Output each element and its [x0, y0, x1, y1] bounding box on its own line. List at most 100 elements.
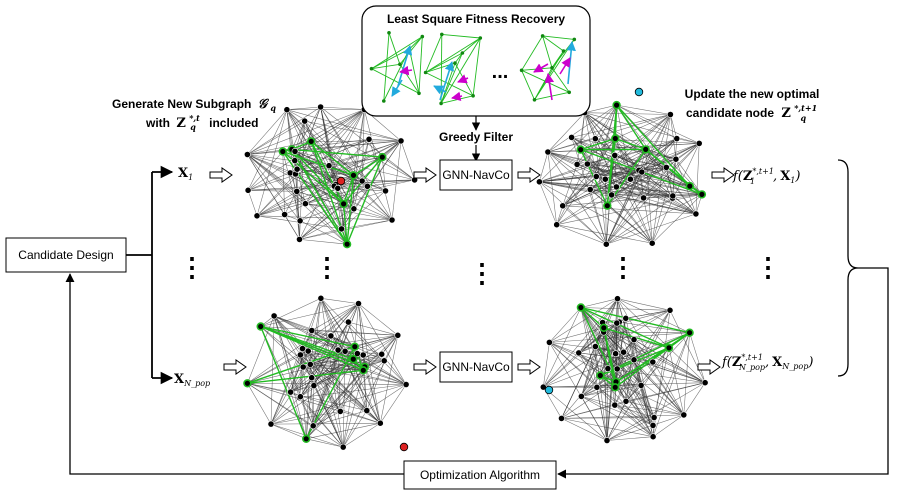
update-z: Z: [781, 106, 791, 121]
graph-node: [685, 328, 694, 337]
optimization-algorithm-label: Optimization Algorithm: [420, 468, 540, 482]
greedy-filter-label: Greedy Filter: [439, 130, 513, 144]
graph-node: [591, 135, 599, 143]
gnn-navco-label-top: GNN-NavCo: [442, 168, 510, 182]
graph-node: [614, 295, 621, 303]
graph-node: [610, 383, 620, 392]
graph-node: [349, 171, 358, 180]
graph-node: [291, 157, 299, 164]
graph-node: [358, 177, 366, 185]
feedback-loop: [65, 267, 889, 479]
graph-node: [307, 137, 316, 146]
graph-nodes: [243, 294, 410, 452]
graph-node: [291, 147, 299, 155]
graph-node: [317, 294, 325, 302]
generate-z-sub: q: [190, 122, 196, 132]
graph-node: [613, 183, 620, 191]
generate-with: with: [145, 116, 170, 130]
graph-node: [296, 217, 304, 225]
graph-node: [281, 211, 288, 218]
graph-node: [611, 151, 619, 159]
mini-arrow-cyan: [391, 79, 403, 97]
graph-node: [593, 383, 601, 391]
graph-node: [327, 332, 335, 340]
graph-node: [673, 135, 681, 142]
graph-node: [388, 216, 396, 224]
gnn-navco-box-bottom[interactable]: [439, 351, 513, 383]
graph-node: [353, 350, 361, 357]
graph-node: [293, 165, 301, 173]
graph-node: [350, 205, 358, 213]
update-line2: candidate node: [686, 106, 774, 120]
mini-node: [550, 66, 554, 70]
graph-node: [584, 160, 591, 168]
graph-node: [612, 100, 621, 110]
mini-arrow-magenta: [544, 73, 555, 101]
graph-node: [359, 351, 367, 359]
mini-node: [398, 62, 402, 67]
graph-node: [601, 175, 609, 183]
graph-node: [649, 358, 657, 366]
graph-node: [637, 381, 645, 389]
graph-node: [334, 346, 342, 354]
mini-node: [478, 36, 483, 40]
highlighted-node: [634, 87, 644, 97]
graph-node: [267, 420, 275, 428]
graph-node: [622, 397, 630, 405]
graph-node: [604, 365, 612, 372]
graph-node: [296, 235, 303, 243]
optimization-algorithm-box[interactable]: [403, 460, 557, 490]
mini-arrow-magenta: [399, 65, 413, 76]
graph-node: [287, 388, 294, 396]
graph-top-right: [536, 87, 707, 248]
graph-node: [349, 354, 358, 364]
hollow-arrows: [209, 167, 735, 375]
lsfr-title: Least Square Fitness Recovery: [387, 12, 565, 26]
mini-node: [519, 68, 524, 73]
graph-node: [669, 192, 677, 200]
graph-node: [338, 225, 345, 233]
hollow-arrow-gnn-to-graph-top: [517, 167, 541, 183]
mini-node: [561, 49, 566, 53]
graph-node: [546, 338, 553, 346]
mini-node: [423, 70, 428, 75]
mini-arrow-magenta: [451, 91, 463, 102]
graph-node: [573, 160, 581, 168]
candidate-design-box[interactable]: [5, 237, 127, 273]
generate-z: Z: [176, 116, 186, 131]
graph-node: [363, 182, 371, 190]
graph-node: [243, 379, 252, 388]
graph-node: [380, 357, 388, 365]
graph-node: [620, 348, 627, 356]
graph-node: [630, 336, 638, 343]
generate-subgraph-label: Generate New Subgraph 𝒢 q with Z *,t q i…: [112, 97, 276, 132]
graph-node: [363, 407, 371, 414]
graph-node: [382, 187, 389, 195]
mini-graph-2: [423, 32, 483, 106]
graph-node: [586, 186, 594, 193]
graph-node: [402, 381, 410, 388]
x1-label: X1: [178, 166, 193, 182]
update-z-sub: q: [800, 113, 806, 123]
graph-node: [336, 407, 344, 415]
graph-node: [293, 187, 301, 195]
graph-node: [630, 356, 638, 364]
graph-node: [603, 437, 611, 444]
graph-node: [350, 342, 359, 351]
graph-node: [611, 134, 620, 143]
graph-node: [296, 351, 304, 359]
graph-node: [296, 393, 304, 401]
lsfr-panel: Least Square Fitness Recovery ...: [361, 5, 591, 117]
graph-node: [692, 210, 700, 218]
highlighted-node: [336, 176, 346, 186]
gnn-navco-box-top[interactable]: [439, 159, 513, 191]
mini-node: [440, 32, 444, 37]
graph-node: [306, 360, 314, 368]
graph-node: [283, 106, 291, 114]
mini-graph-1: [369, 31, 425, 103]
graph-node: [355, 300, 362, 307]
mini-node: [471, 94, 475, 98]
vertical-ellipses: ⋮ ⋮ ⋮ ⋮ ⋮: [179, 252, 781, 288]
mini-arrow-magenta: [559, 57, 571, 75]
